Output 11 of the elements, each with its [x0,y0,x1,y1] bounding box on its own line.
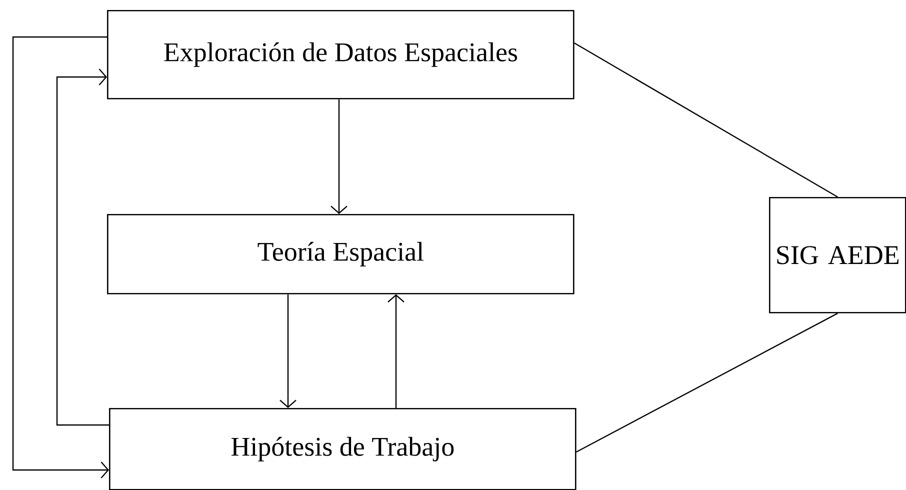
process-box: Exploración de Datos Espaciales [107,10,574,100]
connector-line [574,42,838,198]
process-box: Teoría Espacial [107,214,574,294]
process-box: Hipótesis de Trabajo [109,408,576,490]
arrow [330,99,348,214]
arrow [12,36,110,478]
arrow [56,68,109,426]
arrow [280,294,296,408]
system-box: SIG AEDE [769,197,906,314]
connector-line [576,312,838,453]
arrow [388,294,404,408]
